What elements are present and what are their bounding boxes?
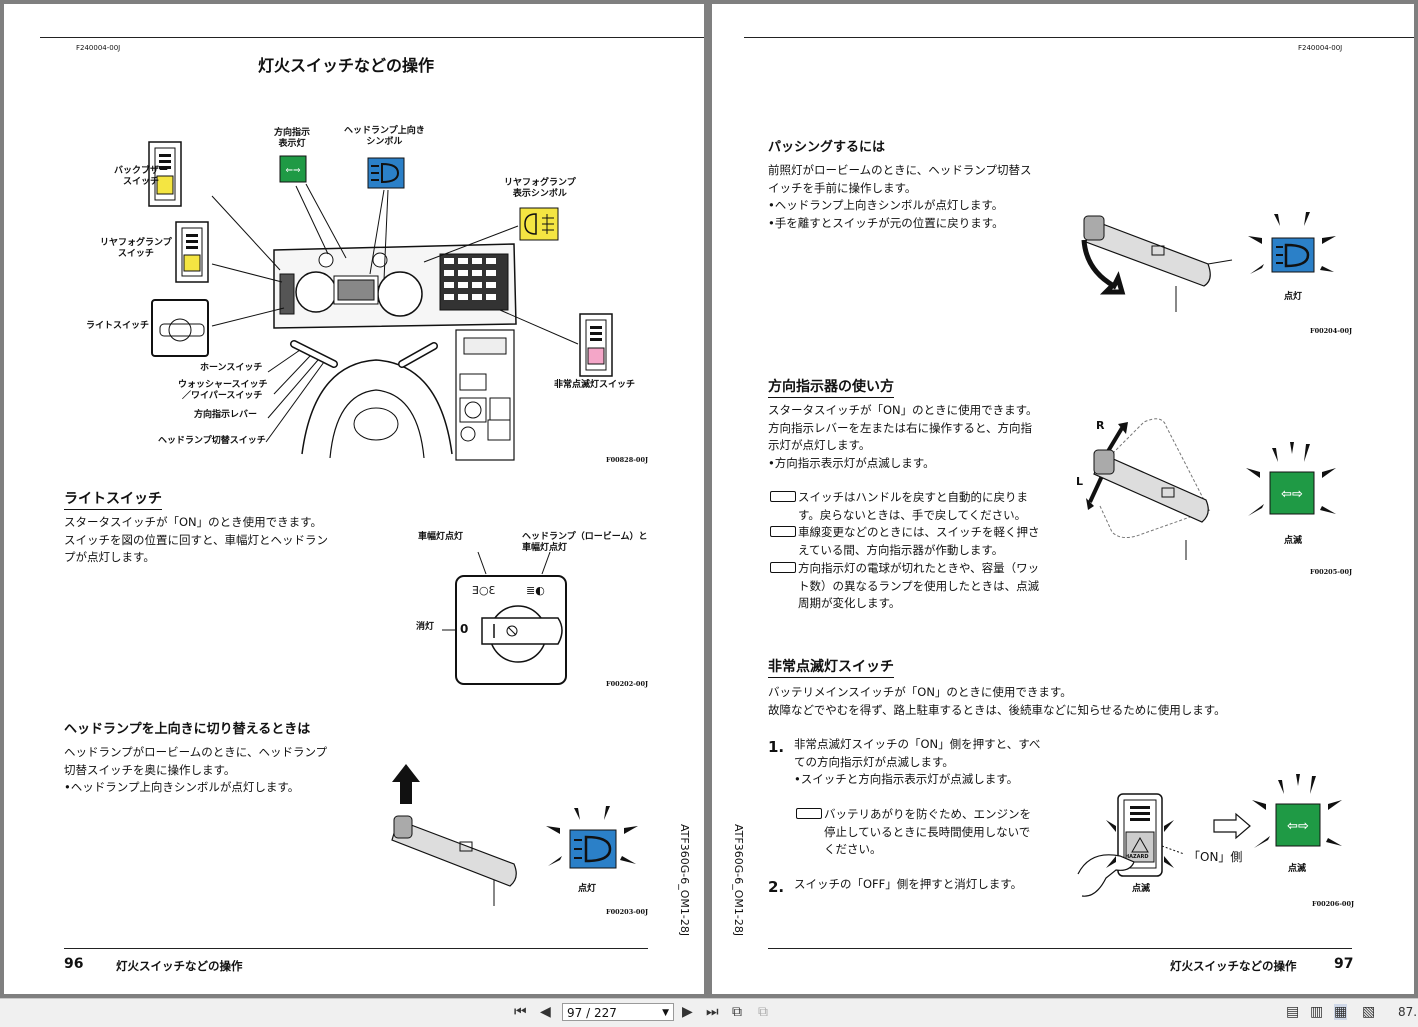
svg-text:⇦⇨: ⇦⇨ (1281, 487, 1303, 502)
light-switch-body: スタータスイッチが「ON」のとき使用できます。 スイッチを図の位置に回すと、車幅… (64, 515, 329, 564)
dropdown-arrow-icon[interactable]: ▼ (662, 1008, 669, 1018)
label-hazard-switch: 非常点滅灯スイッチ (554, 380, 636, 390)
label-turn-lever: 方向指示レバー (194, 410, 258, 420)
memo-hand-icon (770, 562, 796, 573)
figure-code: F00828-00J (606, 456, 649, 464)
paste-page-icon[interactable]: ⧉ (758, 1004, 768, 1020)
figure-code: F00206-00J (1312, 900, 1355, 908)
svg-text:Ǝ○Ɛ: Ǝ○Ɛ (472, 584, 496, 597)
hazard-figure: ⇦⇨ (1077, 774, 1342, 897)
turn-memo-3: 方向指示灯の電球が切れたときや、容量（ワッ ト数）の異なるランプを使用したときは… (770, 560, 1060, 613)
turn-signal-figure: ⇦⇨ (1086, 418, 1336, 560)
label-light-switch: ライトスイッチ (86, 321, 150, 331)
svg-text:⇐⇒: ⇐⇒ (285, 166, 301, 176)
turn-body: スタータスイッチが「ON」のときに使用できます。 方向指示レバーを左または右に操… (768, 403, 1038, 470)
right-page: F240004-00J パッシングするには 前照灯がロービームのときに、ヘッドラ… (712, 4, 1414, 994)
footer-rule (64, 948, 648, 949)
label-blink: 点滅 (1284, 536, 1303, 546)
two-page-continuous-icon[interactable]: ▧ (1362, 1004, 1376, 1020)
section-heading-light-switch: ライトスイッチ (64, 488, 162, 510)
memo-hand-icon (770, 526, 796, 537)
section-heading-passing: パッシングするには (768, 140, 886, 155)
turn-memo-1: スイッチはハンドルを戻すと自動的に戻りま す。戻らないときは、手で戻してください… (770, 489, 1060, 524)
figure-code: F00205-00J (1310, 568, 1353, 576)
left-page: F240004-00J 灯火スイッチなどの操作 ⇐⇒ (4, 4, 704, 994)
section-heading-headlamp-up: ヘッドランプを上向きに切り替えるときは (64, 722, 311, 737)
headlamp-up-body: ヘッドランプがロービームのときに、ヘッドランプ 切替スイッチを奥に操作します。 … (64, 745, 328, 794)
header-rule (40, 37, 704, 38)
prev-page-icon[interactable]: ◀ (540, 1004, 551, 1020)
zoom-level[interactable]: 87. (1398, 1005, 1418, 1019)
label-lit: 点灯 (1284, 292, 1303, 302)
figure-code: F00203-00J (606, 908, 649, 916)
page-number-input[interactable]: 97 / 227 ▼ (562, 1003, 674, 1021)
hazard-memo: バッテリあがりを防ぐため、エンジンを 停止しているときに長時間使用しないで くだ… (796, 806, 1076, 859)
memo-hand-icon (796, 808, 822, 819)
label-washer-switch: ウォッシャースイッチ／ワイパースイッチ (178, 380, 268, 401)
page-title: 灯火スイッチなどの操作 (258, 56, 435, 75)
memo-hand-icon (770, 491, 796, 502)
hazard-step-1: 非常点滅灯スイッチの「ON」側を押すと、すべ ての方向指示灯が点滅します。 •ス… (794, 737, 1041, 786)
hazard-text: HAZARD (1125, 854, 1149, 860)
doc-code: F240004-00J (1298, 44, 1343, 52)
headlamp-up-figure (391, 764, 638, 906)
header-rule (744, 37, 1414, 38)
last-page-icon[interactable]: ⏭ (706, 1004, 719, 1020)
label-rear-fog-symbol: リヤフォグランプ表示シンボル (504, 178, 576, 199)
step-number-2: 2. (768, 878, 785, 896)
label-side-lamp: 車幅灯点灯 (418, 532, 464, 542)
label-back-buzzer: バックブザースイッチ (114, 166, 169, 187)
svg-text:⇦⇨: ⇦⇨ (1287, 819, 1309, 834)
label-l: L (1076, 475, 1084, 488)
svg-text:≣◐: ≣◐ (526, 584, 545, 597)
section-heading-turn-signal: 方向指示器の使い方 (768, 376, 894, 398)
off-symbol: 0 (460, 622, 469, 636)
label-off: 消灯 (416, 622, 435, 632)
figure-code: F00204-00J (1310, 327, 1353, 335)
passing-body: 前照灯がロービームのときに、ヘッドランプ切替ス イッチを手前に操作します。 •ヘ… (768, 163, 1032, 230)
side-code: ATF360G-6_OM1-28J (678, 824, 691, 937)
footer-rule (768, 948, 1352, 949)
step-number-1: 1. (768, 738, 785, 756)
label-lit: 点灯 (578, 884, 597, 894)
label-turn-indicator: 方向指示表示灯 (274, 128, 311, 149)
doc-code: F240004-00J (76, 44, 121, 52)
hazard-step-2: スイッチの「OFF」側を押すと消灯します。 (794, 877, 1023, 891)
section-heading-hazard: 非常点滅灯スイッチ (768, 656, 894, 678)
dashboard-overview-figure: ⇐⇒ (148, 141, 613, 461)
footer-title: 灯火スイッチなどの操作 (116, 959, 243, 973)
two-page-view-icon[interactable]: ▦ (1334, 1004, 1348, 1020)
label-on-side: 「ON」側 (1188, 850, 1243, 864)
first-page-icon[interactable]: ⏮ (514, 1004, 527, 1020)
label-blink: 点滅 (1132, 884, 1151, 894)
single-page-view-icon[interactable]: ▤ (1286, 1004, 1300, 1020)
label-r: R (1096, 419, 1105, 432)
side-code: ATF360G-6_OM1-28J (732, 824, 745, 937)
copy-page-icon[interactable]: ⧉ (732, 1004, 742, 1020)
label-headlamp-up-symbol: ヘッドランプ上向きシンボル (344, 126, 425, 147)
label-horn-switch: ホーンスイッチ (200, 363, 263, 373)
turn-memo-2: 車線変更などのときには、スイッチを軽く押さ えている間、方向指示器が作動します。 (770, 524, 1060, 559)
page-number: 96 (64, 956, 84, 972)
next-page-icon[interactable]: ▶ (682, 1004, 693, 1020)
figure-code: F00202-00J (606, 680, 649, 688)
label-rear-fog-switch: リヤフォグランプスイッチ (100, 238, 172, 259)
viewer-toolbar: ⏮ ◀ 97 / 227 ▼ ▶ ⏭ ⧉ ⧉ ▤ ▥ ▦ ▧ 87. (0, 998, 1418, 1027)
page-number: 97 (1334, 956, 1354, 972)
light-switch-figure: Ǝ○Ɛ ≣◐ (442, 551, 567, 685)
passing-figure (1081, 212, 1336, 312)
hazard-body: バッテリメインスイッチが「ON」のときに使用できます。 故障などでやむを得ず、路… (768, 685, 1226, 717)
label-headlamp-switch: ヘッドランプ切替スイッチ (158, 436, 266, 446)
footer-title: 灯火スイッチなどの操作 (1170, 959, 1297, 973)
continuous-view-icon[interactable]: ▥ (1310, 1004, 1324, 1020)
label-blink: 点滅 (1288, 864, 1307, 874)
label-head-low: ヘッドランプ（ロービーム）と車幅灯点灯 (522, 532, 648, 553)
